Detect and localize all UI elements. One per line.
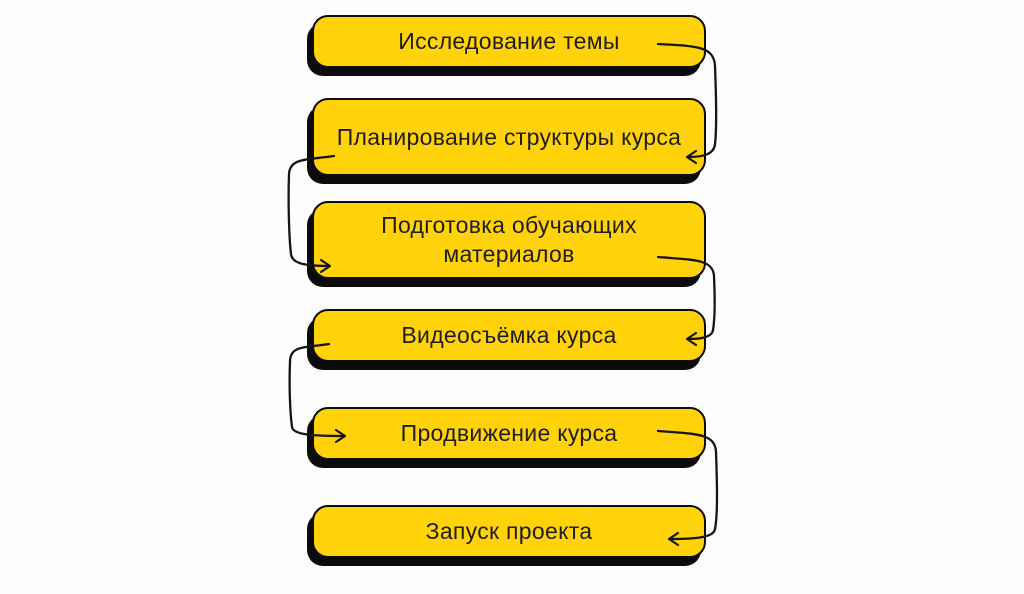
- step-box-3: Подготовка обучающих материалов: [312, 201, 706, 279]
- step-label-5: Продвижение курса: [400, 420, 618, 446]
- step-box-2: Планирование структуры курса: [312, 98, 706, 176]
- step-label-2: Планирование структуры курса: [336, 123, 682, 150]
- step-box-4: Видеосъёмка курса: [312, 309, 706, 362]
- step-label-1: Исследование темы: [398, 28, 620, 54]
- step-box-1: Исследование темы: [312, 15, 706, 68]
- step-box-6: Запуск проекта: [312, 505, 706, 558]
- step-box-5: Продвижение курса: [312, 407, 706, 460]
- step-label-6: Запуск проекта: [425, 518, 593, 544]
- step-label-3: Подготовка обучающих материалов: [381, 212, 637, 267]
- step-label-4: Видеосъёмка курса: [401, 322, 617, 348]
